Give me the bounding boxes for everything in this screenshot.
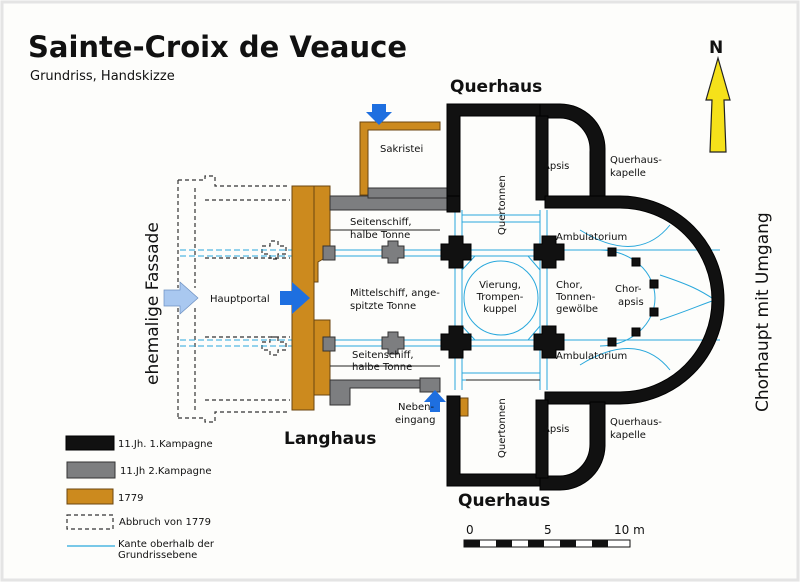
room-seitenschiff-north: Seitenschiff,halbe Tonne <box>350 217 412 241</box>
room-kapelle-north: Querhaus-kapelle <box>610 155 662 179</box>
room-mittelschiff: Mittelschiff, ange-spitzte Tonne <box>350 288 440 312</box>
former-facade <box>177 175 290 423</box>
sacristy-entrance-arrow-icon <box>366 104 392 125</box>
querhaus-north-label: Querhaus <box>450 77 542 97</box>
legend-label-4: Abbruch von 1779 <box>119 517 211 528</box>
room-kapelle-south: Querhaus-kapelle <box>610 417 662 441</box>
legend-swatch-orange <box>66 488 114 505</box>
langhaus-label: Langhaus <box>284 429 376 449</box>
side-entrance-arrow-icon <box>424 390 446 412</box>
room-quertonnen-north: Quertonnen <box>497 175 508 235</box>
legend-swatch-gray <box>66 461 116 479</box>
querhaus-south-label: Querhaus <box>458 491 550 511</box>
room-ambulatorium-south: Ambulatorium <box>556 351 627 362</box>
legend-label-2: 11.Jh 2.Kampagne <box>120 466 211 477</box>
scale-bar: 0 5 10 m <box>463 523 645 548</box>
fassade-label: ehemalige Fassade <box>143 222 163 385</box>
subtitle: Grundriss, Handskizze <box>30 69 175 84</box>
title: Sainte-Croix de Veauce <box>28 30 407 64</box>
room-nebeneingang: Neben-eingang <box>395 402 435 426</box>
legend-swatch-dashed <box>66 514 114 530</box>
room-chor: Chor,Tonnen-gewölbe <box>555 280 598 315</box>
main-portal-arrow-icon <box>280 282 310 314</box>
legend: 11.Jh. 1.Kampagne 11.Jh 2.Kampagne 1779 … <box>65 435 215 561</box>
scale-tick-5: 5 <box>544 523 552 537</box>
room-apsis-south: Apsis <box>543 424 569 435</box>
room-hauptportal: Hauptportal <box>210 294 270 305</box>
upper-edges <box>180 210 720 390</box>
walls-campaign-2 <box>322 187 451 406</box>
room-chorapsis: Chor-apsis <box>615 284 644 308</box>
former-entrance-arrow-icon <box>163 281 199 315</box>
scale-tick-0: 0 <box>466 523 474 537</box>
walls-campaign-1 <box>440 103 725 491</box>
room-sakristei: Sakristei <box>380 144 423 155</box>
north-label: N <box>709 38 723 58</box>
chorhaupt-label: Chorhaupt mit Umgang <box>753 212 773 412</box>
plan-outlines <box>330 229 540 381</box>
legend-label-1: 11.Jh. 1.Kampagne <box>118 439 213 450</box>
room-apsis-north: Apsis <box>543 161 569 172</box>
room-seitenschiff-south: Seitenschiff,halbe Tonne <box>352 350 414 373</box>
room-quertonnen-south: Quertonnen <box>497 398 508 458</box>
room-vierung: Vierung,Trompen-kuppel <box>476 280 524 315</box>
legend-swatch-black <box>65 435 115 451</box>
room-ambulatorium-north: Ambulatorium <box>556 232 627 243</box>
north-arrow-icon: N <box>705 38 731 153</box>
scale-tick-10: 10 m <box>614 523 645 537</box>
legend-label-3: 1779 <box>118 493 143 504</box>
